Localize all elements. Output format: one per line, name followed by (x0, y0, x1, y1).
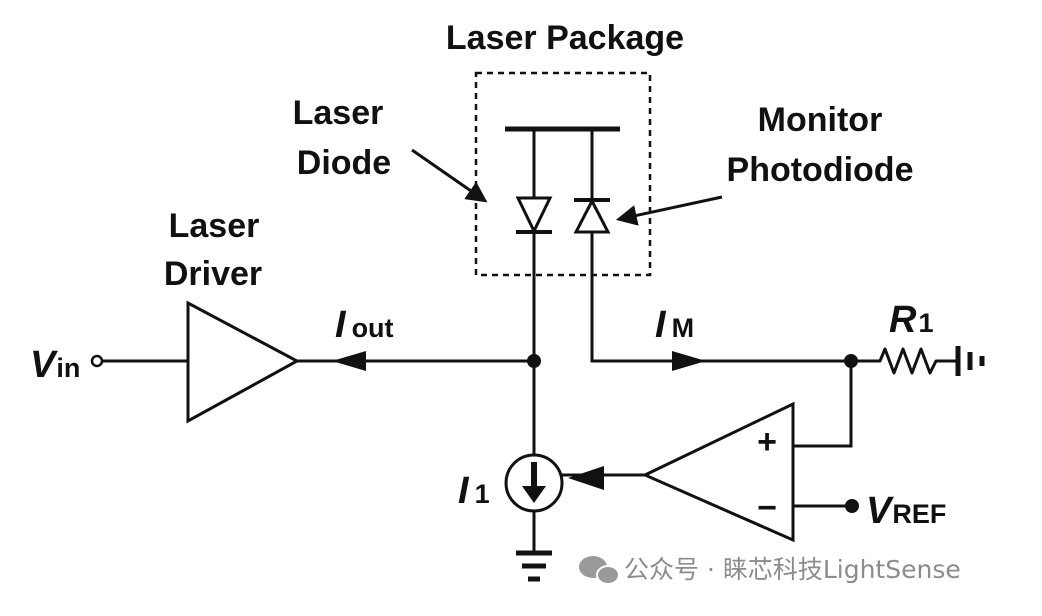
laser-diode-label-line1: Laser (293, 94, 384, 132)
laser-package-box (474, 71, 652, 277)
laser-diode-label-line2: Diode (297, 144, 391, 182)
vin-label: Vin (30, 344, 80, 386)
r1-label: R1 (889, 299, 933, 341)
laser-package-title: Laser Package (446, 19, 684, 57)
watermark-text: 公众号 · 睐芯科技LightSense (624, 555, 961, 584)
driver-label-line1: Laser (169, 207, 260, 245)
iout-arrow (332, 351, 366, 371)
vin-terminal (90, 354, 104, 368)
resistor-r1 (851, 347, 956, 375)
monitor-pointer (615, 195, 723, 226)
laser-diode-pointer (411, 148, 488, 203)
ground-symbol-bottom (516, 550, 552, 582)
wechat-icon (579, 556, 620, 585)
monitor-label-line1: Monitor (758, 101, 883, 139)
monitor-label-line2: Photodiode (727, 151, 914, 189)
laser-driver-amplifier (186, 300, 301, 424)
plus-sign: + (757, 423, 777, 461)
vref-terminal (845, 499, 859, 513)
monitor-photodiode (573, 129, 851, 363)
vref-label: VREF (866, 490, 946, 532)
im-arrow (672, 351, 706, 371)
ground-symbol-right (955, 346, 985, 376)
control-arrow (568, 466, 604, 490)
plus-input-wire (793, 361, 853, 448)
watermark: 公众号 · 睐芯科技LightSense (579, 555, 961, 585)
feedback-opamp (641, 401, 795, 543)
laser-diode (515, 129, 553, 361)
minus-sign: − (757, 489, 777, 527)
driver-label-line2: Driver (164, 255, 262, 293)
